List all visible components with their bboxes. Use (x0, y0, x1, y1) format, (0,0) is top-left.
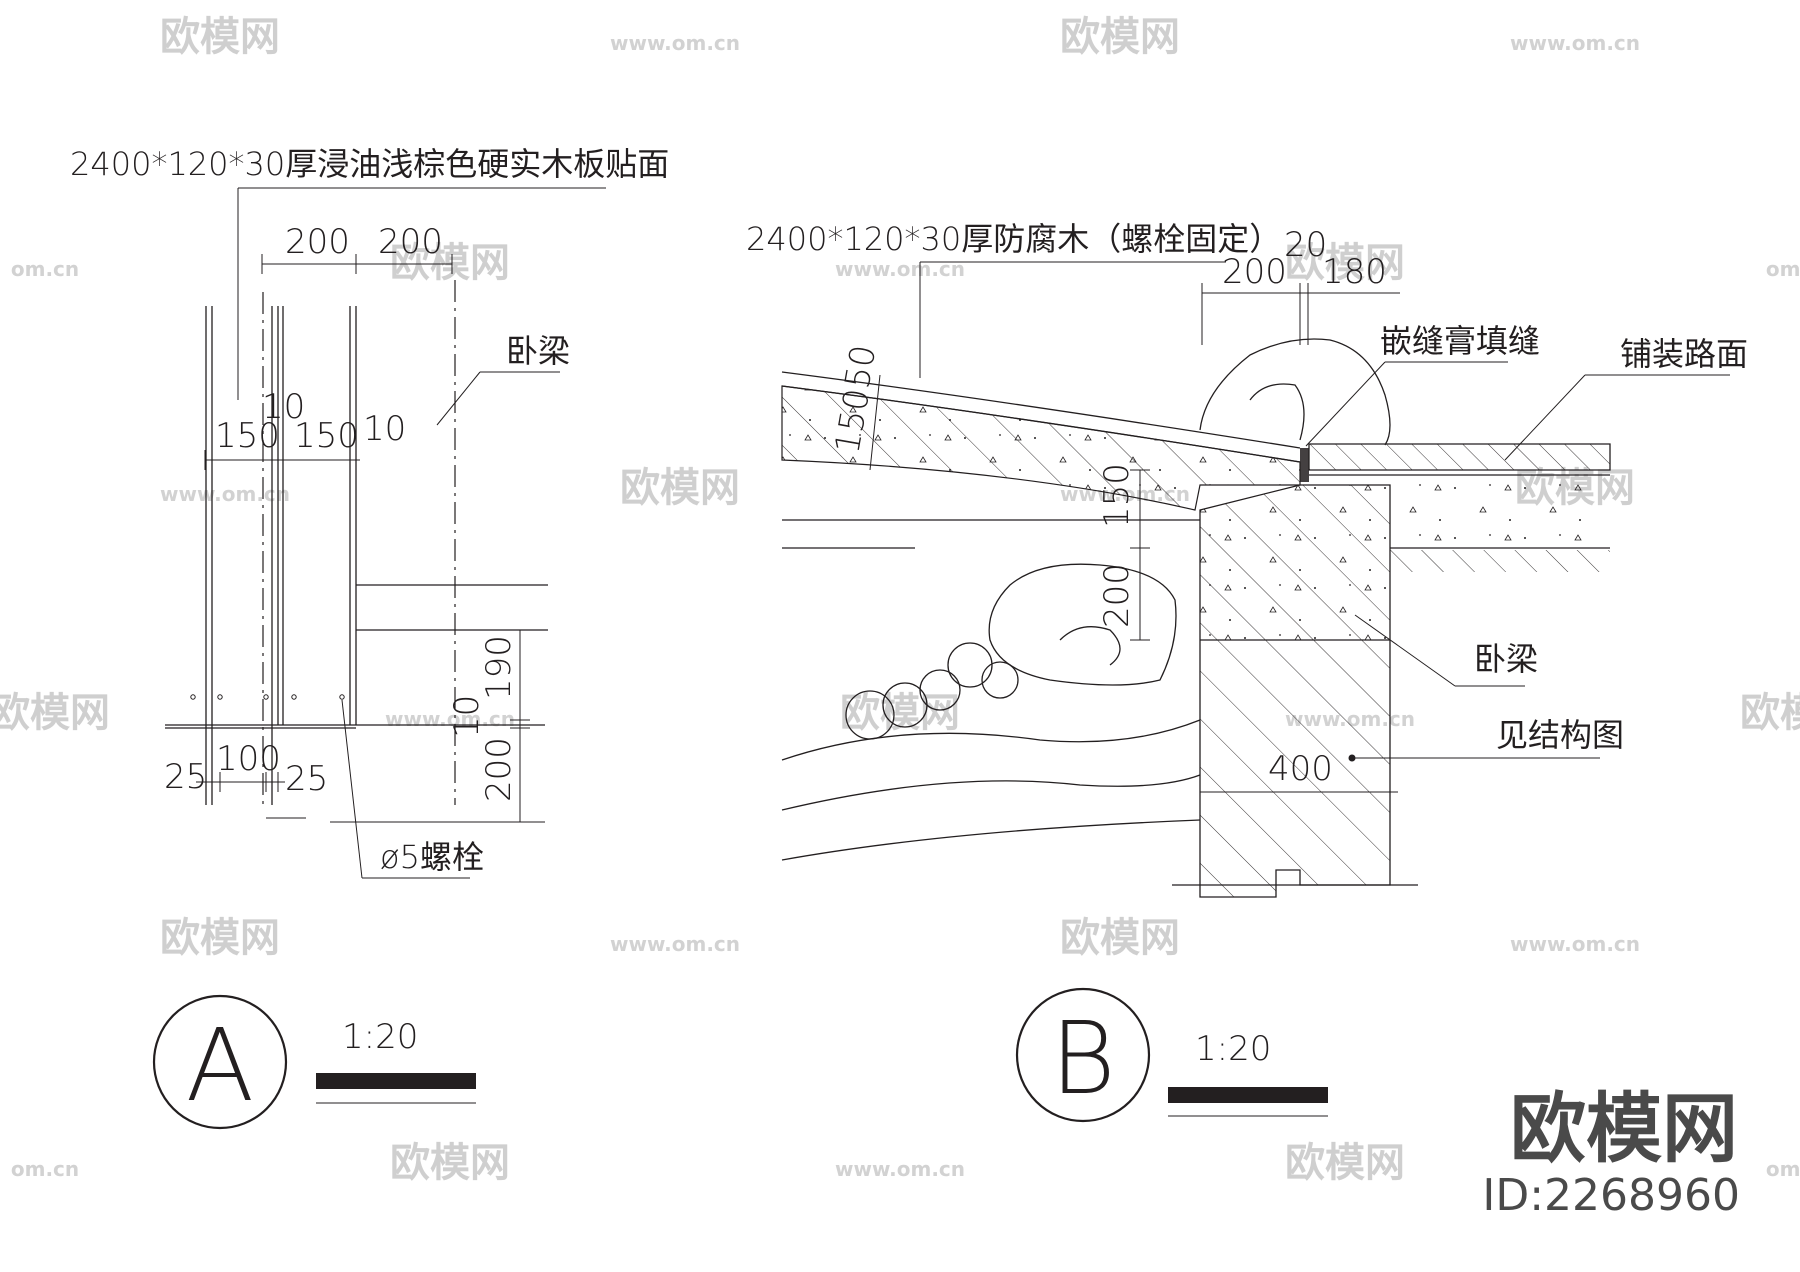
watermark-brand: 欧模网 (160, 915, 280, 961)
detail-b-title-note: 2400*120*30厚防腐木（螺栓固定） (746, 220, 1281, 258)
watermark-url: om.cn (1766, 257, 1800, 281)
watermark-url: www.om.cn (385, 707, 515, 731)
dim-a-200-left: 200 (285, 222, 350, 262)
detail-b-structure-label: 见结构图 (1496, 716, 1624, 754)
dim-a-100: 100 (216, 739, 281, 779)
watermark-url: www.om.cn (835, 1157, 965, 1181)
dim-b-20: 20 (1284, 225, 1327, 265)
dim-a-10-mid: 10 (262, 387, 305, 427)
detail-b-symbol: B (1050, 1000, 1115, 1117)
detail-b-filler-label: 嵌缝膏填缝 (1380, 322, 1540, 360)
detail-b: 2400*120*30厚防腐木（螺栓固定） 200 20 180 (746, 220, 1748, 1123)
watermark-url: www.om.cn (835, 257, 965, 281)
detail-a-symbol: A (186, 1007, 254, 1124)
dim-a-25-left: 25 (164, 757, 207, 797)
footer-brand-name: 欧模网 (1510, 1084, 1738, 1173)
watermark-layer: 欧模网欧模网欧模网欧模网欧模网欧模网欧模网欧模网欧模网欧模网欧模网欧模网欧模网w… (0, 14, 1800, 1186)
footer-brand-id: ID:2268960 (1482, 1170, 1740, 1221)
dim-a-190: 190 (479, 635, 519, 700)
watermark-brand: 欧模网 (390, 240, 510, 286)
dim-a-25-right: 25 (285, 759, 328, 799)
detail-b-beam-label: 卧梁 (1474, 640, 1538, 678)
watermark-brand: 欧模网 (0, 690, 110, 736)
dim-a-150-left: 150 (215, 416, 280, 456)
dim-b-180: 180 (1322, 252, 1387, 292)
watermark-url: www.om.cn (1510, 932, 1640, 956)
watermark-brand: 欧模网 (1060, 915, 1180, 961)
watermark-brand: 欧模网 (1285, 240, 1405, 286)
watermark-url: om.cn (11, 257, 79, 281)
dim-b-200-vert: 200 (1097, 563, 1137, 628)
detail-a-symbol-circle (152, 994, 288, 1130)
watermark-url: www.om.cn (160, 482, 290, 506)
watermark-brand: 欧模网 (1285, 1140, 1405, 1186)
detail-a-title-note: 2400*120*30厚浸油浅棕色硬实木板贴面 (70, 145, 669, 183)
detail-a-scale: 1:20 (342, 1017, 418, 1057)
dim-a-150-right: 150 (294, 416, 359, 456)
watermark-url: om.cn (1766, 1157, 1800, 1181)
dim-b-400: 400 (1268, 749, 1333, 789)
watermark-brand: 欧模网 (390, 1140, 510, 1186)
dim-b-200-top: 200 (1222, 252, 1287, 292)
watermark-brand: 欧模网 (840, 690, 960, 736)
dim-a-200-right: 200 (378, 222, 443, 262)
dim-b-50: 50 (837, 342, 884, 392)
watermark-brand: 欧模网 (1060, 14, 1180, 60)
footer-brand: 欧模网 ID:2268960 (1482, 1084, 1740, 1221)
watermark-brand: 欧模网 (1740, 690, 1800, 736)
detail-a-scale-bar (316, 1073, 476, 1089)
detail-a-bolt-label: ø5螺栓 (380, 838, 484, 876)
detail-b-scale: 1:20 (1195, 1029, 1271, 1069)
watermark-url: www.om.cn (1510, 31, 1640, 55)
detail-b-scale-bar (1168, 1087, 1328, 1103)
watermark-url: om.cn (11, 1157, 79, 1181)
dim-b-150-vert: 150 (1097, 463, 1137, 528)
detail-a-beam-label: 卧梁 (506, 332, 570, 370)
dim-a-10-right: 10 (363, 409, 406, 449)
detail-a: 2400*120*30厚浸油浅棕色硬实木板贴面 200 200 (70, 145, 669, 1130)
watermark-brand: 欧模网 (160, 14, 280, 60)
detail-b-symbol-circle (1015, 987, 1151, 1123)
dim-a-200: 200 (479, 737, 519, 802)
watermark-url: www.om.cn (610, 932, 740, 956)
detail-b-paving-label: 铺装路面 (1620, 335, 1748, 373)
dim-a-10-vert: 10 (447, 695, 487, 738)
watermark-brand: 欧模网 (620, 465, 740, 511)
watermark-url: www.om.cn (610, 31, 740, 55)
